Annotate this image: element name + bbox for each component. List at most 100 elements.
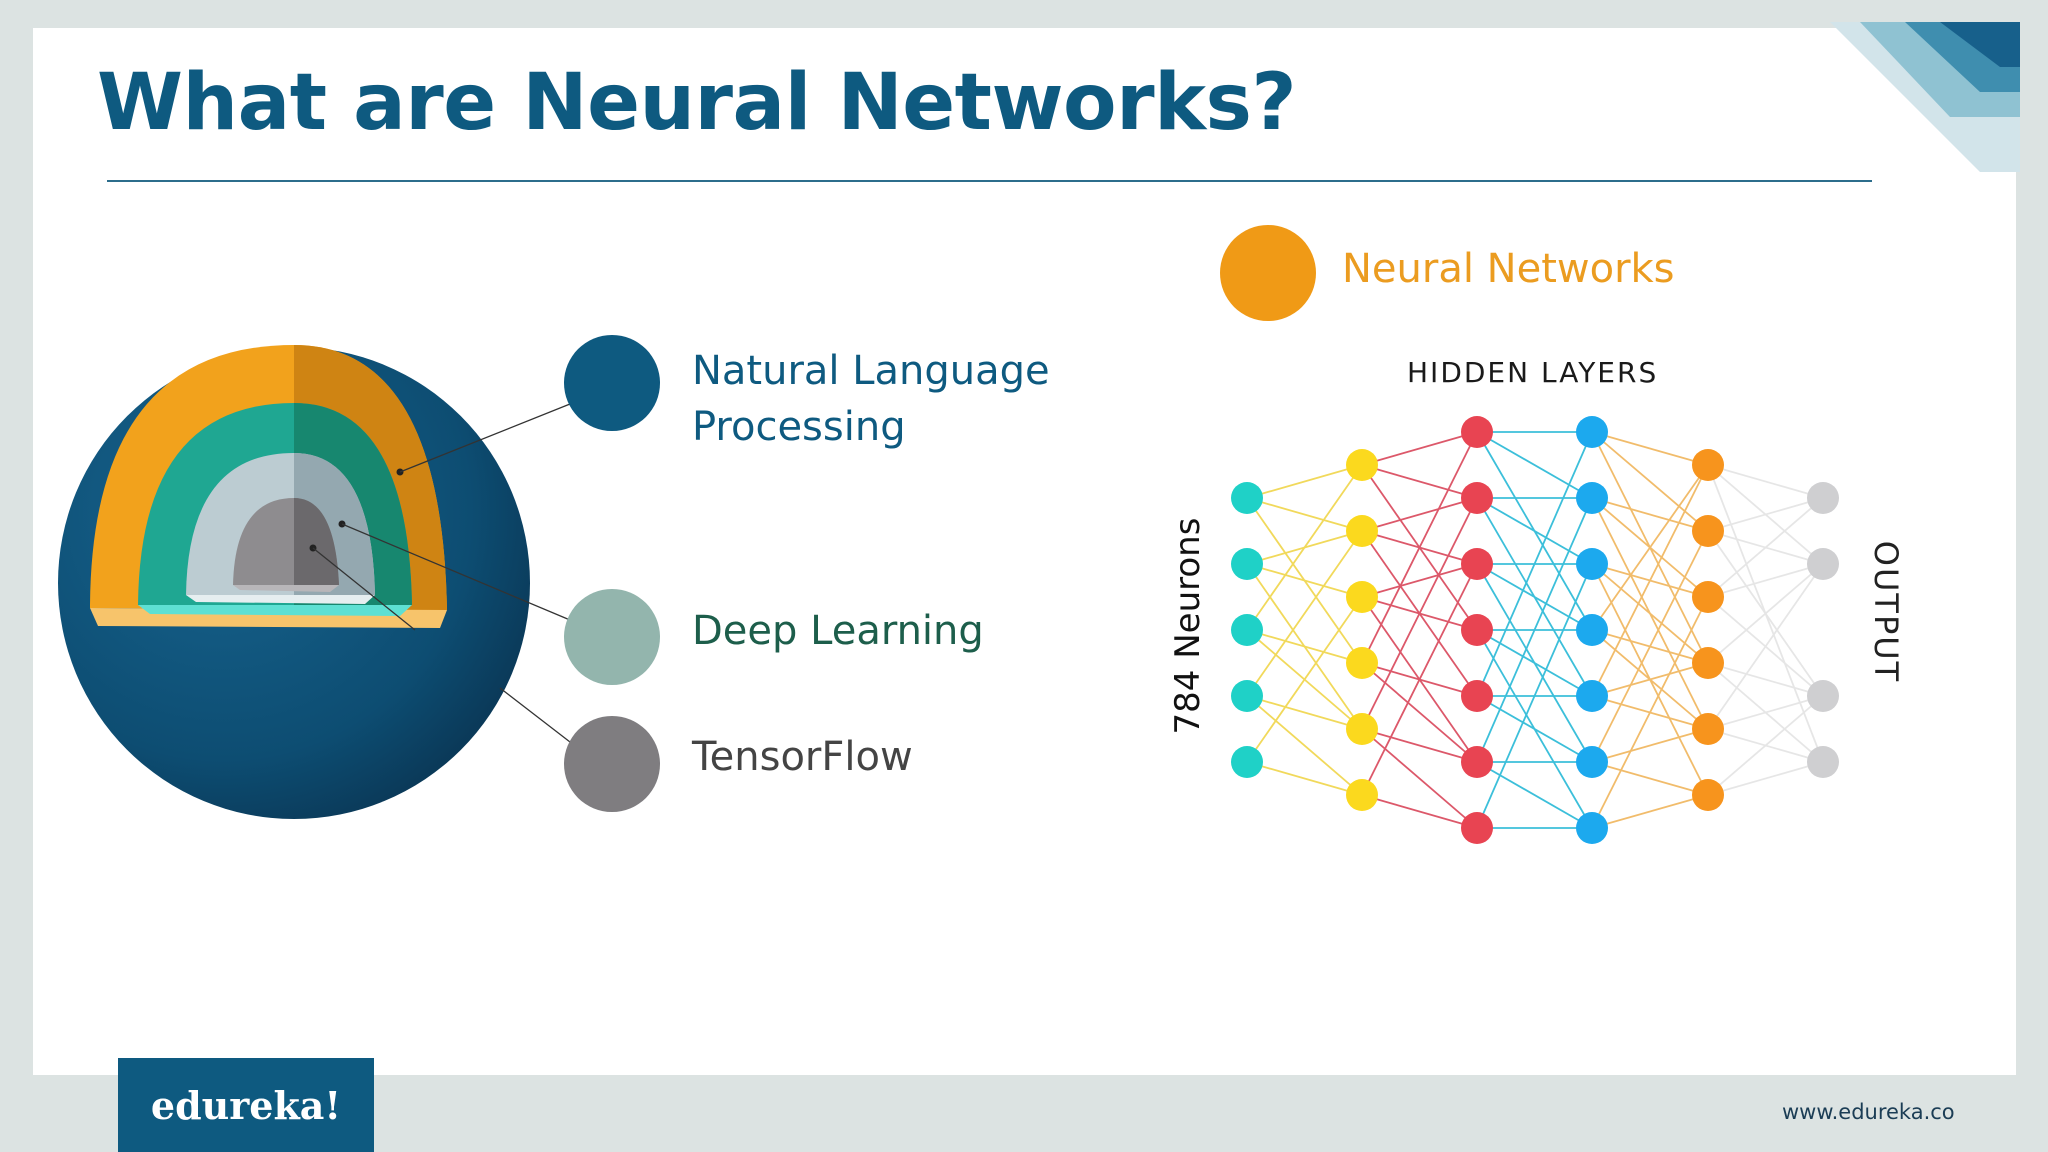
neuron-node (1807, 548, 1839, 580)
connection-line (1591, 497, 1709, 532)
connection-line (1591, 728, 1709, 763)
hidden-layers-label: HIDDEN LAYERS (1407, 356, 1659, 389)
neuron-node (1231, 614, 1263, 646)
connection-line (1591, 662, 1709, 697)
page-title: What are Neural Networks? (97, 58, 1297, 148)
connection-line (1246, 497, 1363, 532)
connection-line (1246, 629, 1363, 664)
connection-line (1591, 431, 1709, 466)
connection-line (1476, 629, 1593, 697)
title-divider (107, 180, 1872, 182)
connection-line (1707, 563, 1824, 664)
connection-line (1361, 431, 1478, 664)
connection-line (1246, 761, 1363, 796)
neuron-node (1807, 746, 1839, 778)
neuron-node (1807, 482, 1839, 514)
output-label: OUTPUT (1867, 540, 1905, 684)
neuron-node (1692, 515, 1724, 547)
connection-line (1246, 563, 1363, 598)
neuron-node (1692, 581, 1724, 613)
connection-line (1591, 464, 1709, 631)
neuron-node (1576, 614, 1608, 646)
connection-line (1476, 563, 1593, 631)
neuron-node (1231, 680, 1263, 712)
connection-line (1591, 761, 1709, 796)
neuron-node (1346, 713, 1378, 745)
nlp-label: Natural Language Processing (692, 343, 1050, 455)
footer-url: www.edureka.co (1782, 1100, 1955, 1124)
connection-line (1707, 662, 1824, 697)
connection-line (1591, 563, 1709, 664)
connection-line (1476, 497, 1593, 763)
connection-line (1476, 431, 1593, 697)
connection-line (1707, 497, 1824, 598)
connection-line (1707, 464, 1824, 499)
tensorflow-legend-circle (564, 716, 660, 812)
connection-line (1591, 596, 1709, 829)
connection-line (1707, 695, 1824, 730)
legend-connector-lines (312, 403, 571, 743)
connection-line (1707, 695, 1824, 796)
layered-sphere-icon (58, 345, 530, 819)
neuron-node (1346, 581, 1378, 613)
connection-line (1361, 464, 1478, 499)
connection-line (1476, 497, 1593, 565)
connection-line (1361, 728, 1478, 763)
connection-line (1361, 794, 1478, 829)
neuron-node (1231, 548, 1263, 580)
connection-line (1246, 464, 1363, 499)
edureka-logo: edureka! (118, 1058, 374, 1152)
neuron-node (1576, 482, 1608, 514)
neuron-node (1576, 680, 1608, 712)
neuron-node (1461, 416, 1493, 448)
network-connections (1246, 431, 1824, 829)
connection-line (1361, 497, 1478, 532)
neural-networks-label: Neural Networks (1342, 246, 1675, 292)
neuron-node (1576, 746, 1608, 778)
logo-text: edureka! (150, 1082, 342, 1128)
connection-line (1707, 563, 1824, 730)
tensorflow-label: TensorFlow (692, 734, 913, 780)
connection-line (1246, 530, 1363, 697)
connection-line (1246, 695, 1363, 796)
corner-decoration (1830, 22, 2020, 172)
neuron-node (1461, 548, 1493, 580)
connection-line (1591, 530, 1709, 763)
neuron-node (1576, 812, 1608, 844)
connection-line (1707, 563, 1824, 598)
neuron-node (1346, 449, 1378, 481)
neuron-node (1461, 746, 1493, 778)
connection-line (1476, 431, 1593, 499)
connection-line (1361, 431, 1478, 466)
connection-line (1361, 563, 1478, 598)
neuron-node (1461, 614, 1493, 646)
neuron-node (1576, 548, 1608, 580)
connection-line (1707, 497, 1824, 532)
neuron-node (1231, 746, 1263, 778)
neuron-node (1692, 449, 1724, 481)
neuron-node (1231, 482, 1263, 514)
neuron-node (1346, 779, 1378, 811)
connection-line (1361, 497, 1478, 730)
neuron-node (1807, 680, 1839, 712)
neural-networks-legend-circle (1220, 225, 1316, 321)
connection-line (1246, 695, 1363, 730)
connection-line (1246, 596, 1363, 763)
connection-line (1591, 794, 1709, 829)
neuron-node (1346, 647, 1378, 679)
neuron-node (1692, 779, 1724, 811)
connection-line (1591, 431, 1709, 532)
neuron-node (1576, 416, 1608, 448)
network-nodes (1231, 416, 1839, 844)
connection-line (1707, 761, 1824, 796)
neuron-node (1346, 515, 1378, 547)
connection-line (1361, 728, 1478, 829)
nlp-label-line1: Natural Language (692, 348, 1050, 394)
nlp-legend-circle (564, 335, 660, 431)
connection-line (1361, 662, 1478, 763)
connection-line (1476, 761, 1593, 829)
connection-line (1476, 563, 1593, 829)
connection-line (1476, 695, 1593, 763)
deep-learning-label: Deep Learning (692, 608, 984, 654)
